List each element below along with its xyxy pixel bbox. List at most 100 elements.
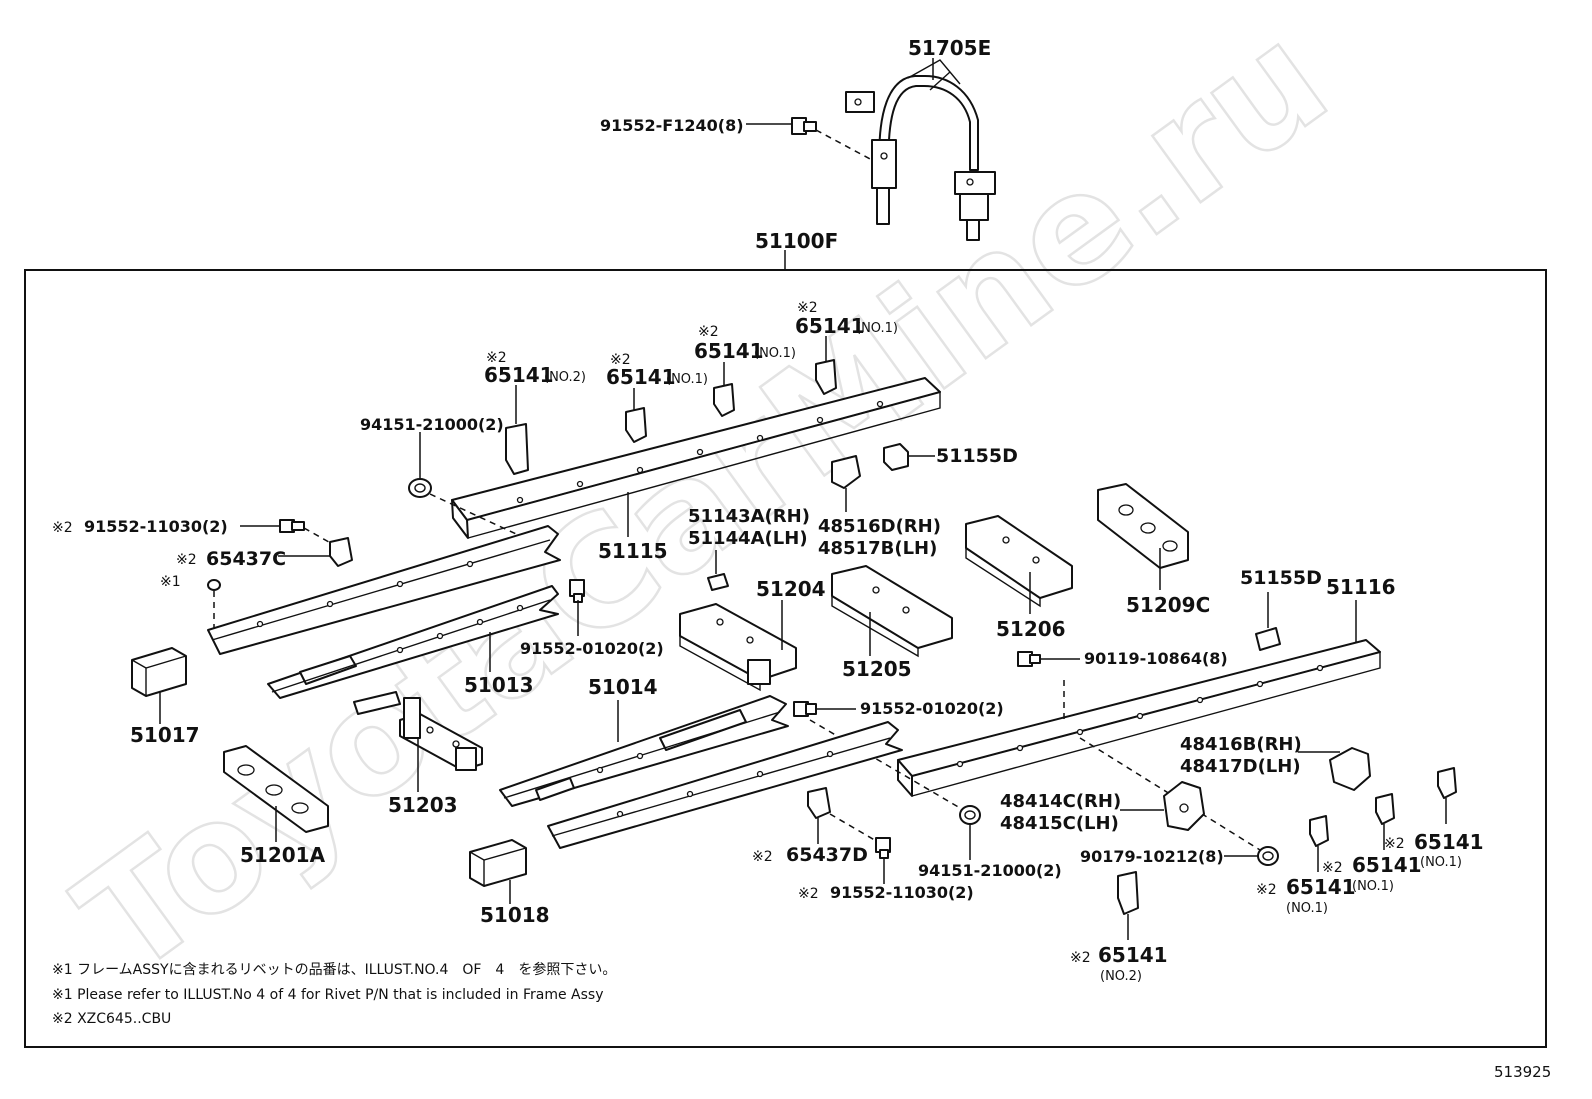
label-65437C: 65437C — [206, 548, 286, 570]
part-51116-side-rail[interactable] — [897, 639, 1381, 797]
label-51155D-top: 51155D — [936, 445, 1018, 467]
label-91552-01020-right: 91552-01020(2) — [860, 699, 1004, 718]
plate-51143A[interactable] — [707, 573, 729, 591]
label-65141-c-sub: (NO.1) — [754, 346, 796, 361]
label-51017: 51017 — [130, 723, 200, 747]
label-48516D: 48516D(RH) — [818, 516, 941, 537]
part-51705E-rollbar[interactable] — [845, 59, 996, 241]
part-51209C-crossmember[interactable] — [1097, 483, 1189, 569]
label-65141-e-sub: (NO.1) — [1420, 855, 1462, 870]
label-51155D-right: 51155D — [1240, 567, 1322, 589]
label-91552-01020-left: 91552-01020(2) — [520, 639, 664, 658]
label-65141-f-sub: (NO.1) — [1352, 879, 1394, 894]
bracket-65141-d[interactable] — [815, 359, 837, 395]
bracket-65141-e[interactable] — [1437, 767, 1457, 799]
bracket-65437C[interactable] — [329, 537, 353, 567]
part-48414C-bracket[interactable] — [1163, 781, 1205, 831]
label-94151-top: 94151-21000(2) — [360, 415, 504, 434]
label-51205: 51205 — [842, 657, 912, 681]
label-51144A: 51144A(LH) — [688, 528, 808, 549]
label-65141-b-sub: (NO.1) — [666, 372, 708, 387]
star2-mark-e: ※2 — [52, 520, 73, 536]
illustration-number: 513925 — [1494, 1063, 1551, 1081]
label-65141-h-sub: (NO.2) — [1100, 969, 1142, 984]
part-51203-crossmember[interactable] — [353, 691, 483, 771]
label-51201A: 51201A — [240, 843, 326, 867]
part-51013-rail-lower[interactable] — [267, 585, 559, 699]
nut-94151-top[interactable] — [408, 478, 432, 498]
label-65141-d-sub: (NO.1) — [856, 321, 898, 336]
part-51017-bracket[interactable] — [131, 647, 187, 697]
note-line-1: ※1 フレームASSYに含まれるリベットの品番は、ILLUST.NO.4 OF … — [52, 961, 616, 978]
part-51018-bracket[interactable] — [469, 839, 527, 887]
label-65141-e: 65141 — [1414, 830, 1484, 854]
label-65437D: 65437D — [786, 844, 868, 866]
bolt-91552-01020-left[interactable] — [569, 579, 585, 603]
part-lower-side-rail[interactable] — [547, 721, 903, 849]
label-51209C: 51209C — [1126, 593, 1210, 617]
part-51115-side-rail[interactable] — [451, 377, 941, 539]
label-91552-11030-left: 91552-11030(2) — [84, 517, 228, 536]
star2-mark-l: ※2 — [1070, 950, 1091, 966]
label-65141-h: 65141 — [1098, 943, 1168, 967]
label-91552-11030-bottom: 91552-11030(2) — [830, 883, 974, 902]
nut-90179-10212[interactable] — [1257, 846, 1279, 866]
note-line-3: ※2 XZC645..CBU — [52, 1011, 171, 1027]
part-51013-rail-upper[interactable] — [207, 525, 561, 655]
bolt-91552-F1240[interactable] — [791, 117, 817, 135]
bracket-65141-g[interactable] — [1309, 815, 1329, 847]
bolt-91552-01020-right[interactable] — [793, 701, 817, 717]
label-65141-a: 65141 — [484, 363, 554, 387]
star2-mark-i: ※2 — [1384, 836, 1405, 852]
note-line-2: ※1 Please refer to ILLUST.No 4 of 4 for … — [52, 987, 603, 1003]
label-48414C: 48414C(RH) — [1000, 791, 1121, 812]
label-65141-g: 65141 — [1286, 875, 1356, 899]
label-94151-bottom: 94151-21000(2) — [918, 861, 1062, 880]
label-48415C: 48415C(LH) — [1000, 813, 1119, 834]
label-65141-g-sub: (NO.1) — [1286, 901, 1328, 916]
star2-mark-a: ※2 — [486, 350, 507, 366]
star2-mark-k: ※2 — [1256, 882, 1277, 898]
star2-mark-h: ※2 — [798, 886, 819, 902]
label-51115: 51115 — [598, 539, 668, 563]
label-51014: 51014 — [588, 675, 658, 699]
bracket-65437D[interactable] — [807, 787, 831, 819]
bolt-90119-10864[interactable] — [1017, 651, 1041, 667]
bracket-65141-b[interactable] — [625, 407, 647, 443]
label-90179: 90179-10212(8) — [1080, 847, 1224, 866]
bracket-65141-h[interactable] — [1117, 871, 1139, 915]
part-51206-crossmember[interactable] — [965, 515, 1073, 608]
label-51018: 51018 — [480, 903, 550, 927]
label-51204: 51204 — [756, 577, 826, 601]
part-51204-crossmember[interactable] — [679, 603, 797, 692]
bracket-65141-c[interactable] — [713, 383, 735, 417]
label-51013: 51013 — [464, 673, 534, 697]
part-51014-rail[interactable] — [499, 695, 789, 807]
label-51206: 51206 — [996, 617, 1066, 641]
label-51100F: 51100F — [755, 229, 838, 253]
part-51205-crossmember[interactable] — [831, 565, 953, 658]
bolt-91552-11030-left[interactable] — [279, 519, 305, 533]
bracket-65141-a[interactable] — [505, 423, 529, 475]
label-91552-F1240: 91552-F1240(8) — [600, 116, 744, 135]
part-51155D-top[interactable] — [883, 443, 909, 471]
part-48416B-bracket[interactable] — [1329, 747, 1371, 791]
part-48516D-bracket[interactable] — [831, 455, 861, 489]
part-51201A-crossmember[interactable] — [223, 745, 329, 833]
nut-94151-bottom[interactable] — [959, 805, 981, 825]
label-90119: 90119-10864(8) — [1084, 649, 1228, 668]
label-48416B: 48416B(RH) — [1180, 734, 1302, 755]
label-51203: 51203 — [388, 793, 458, 817]
label-65141-f: 65141 — [1352, 853, 1422, 877]
label-65141-d: 65141 — [795, 314, 865, 338]
part-51155D-right[interactable] — [1255, 627, 1281, 651]
star2-mark-c: ※2 — [698, 324, 719, 340]
bolt-91552-11030-bottom[interactable] — [875, 837, 891, 859]
star2-mark-g: ※2 — [752, 849, 773, 865]
bracket-65141-f[interactable] — [1375, 793, 1395, 825]
label-51705E: 51705E — [908, 36, 991, 60]
label-65141-a-sub: (NO.2) — [544, 370, 586, 385]
rivet-left[interactable] — [207, 579, 221, 591]
star2-mark-f: ※2 — [176, 552, 197, 568]
